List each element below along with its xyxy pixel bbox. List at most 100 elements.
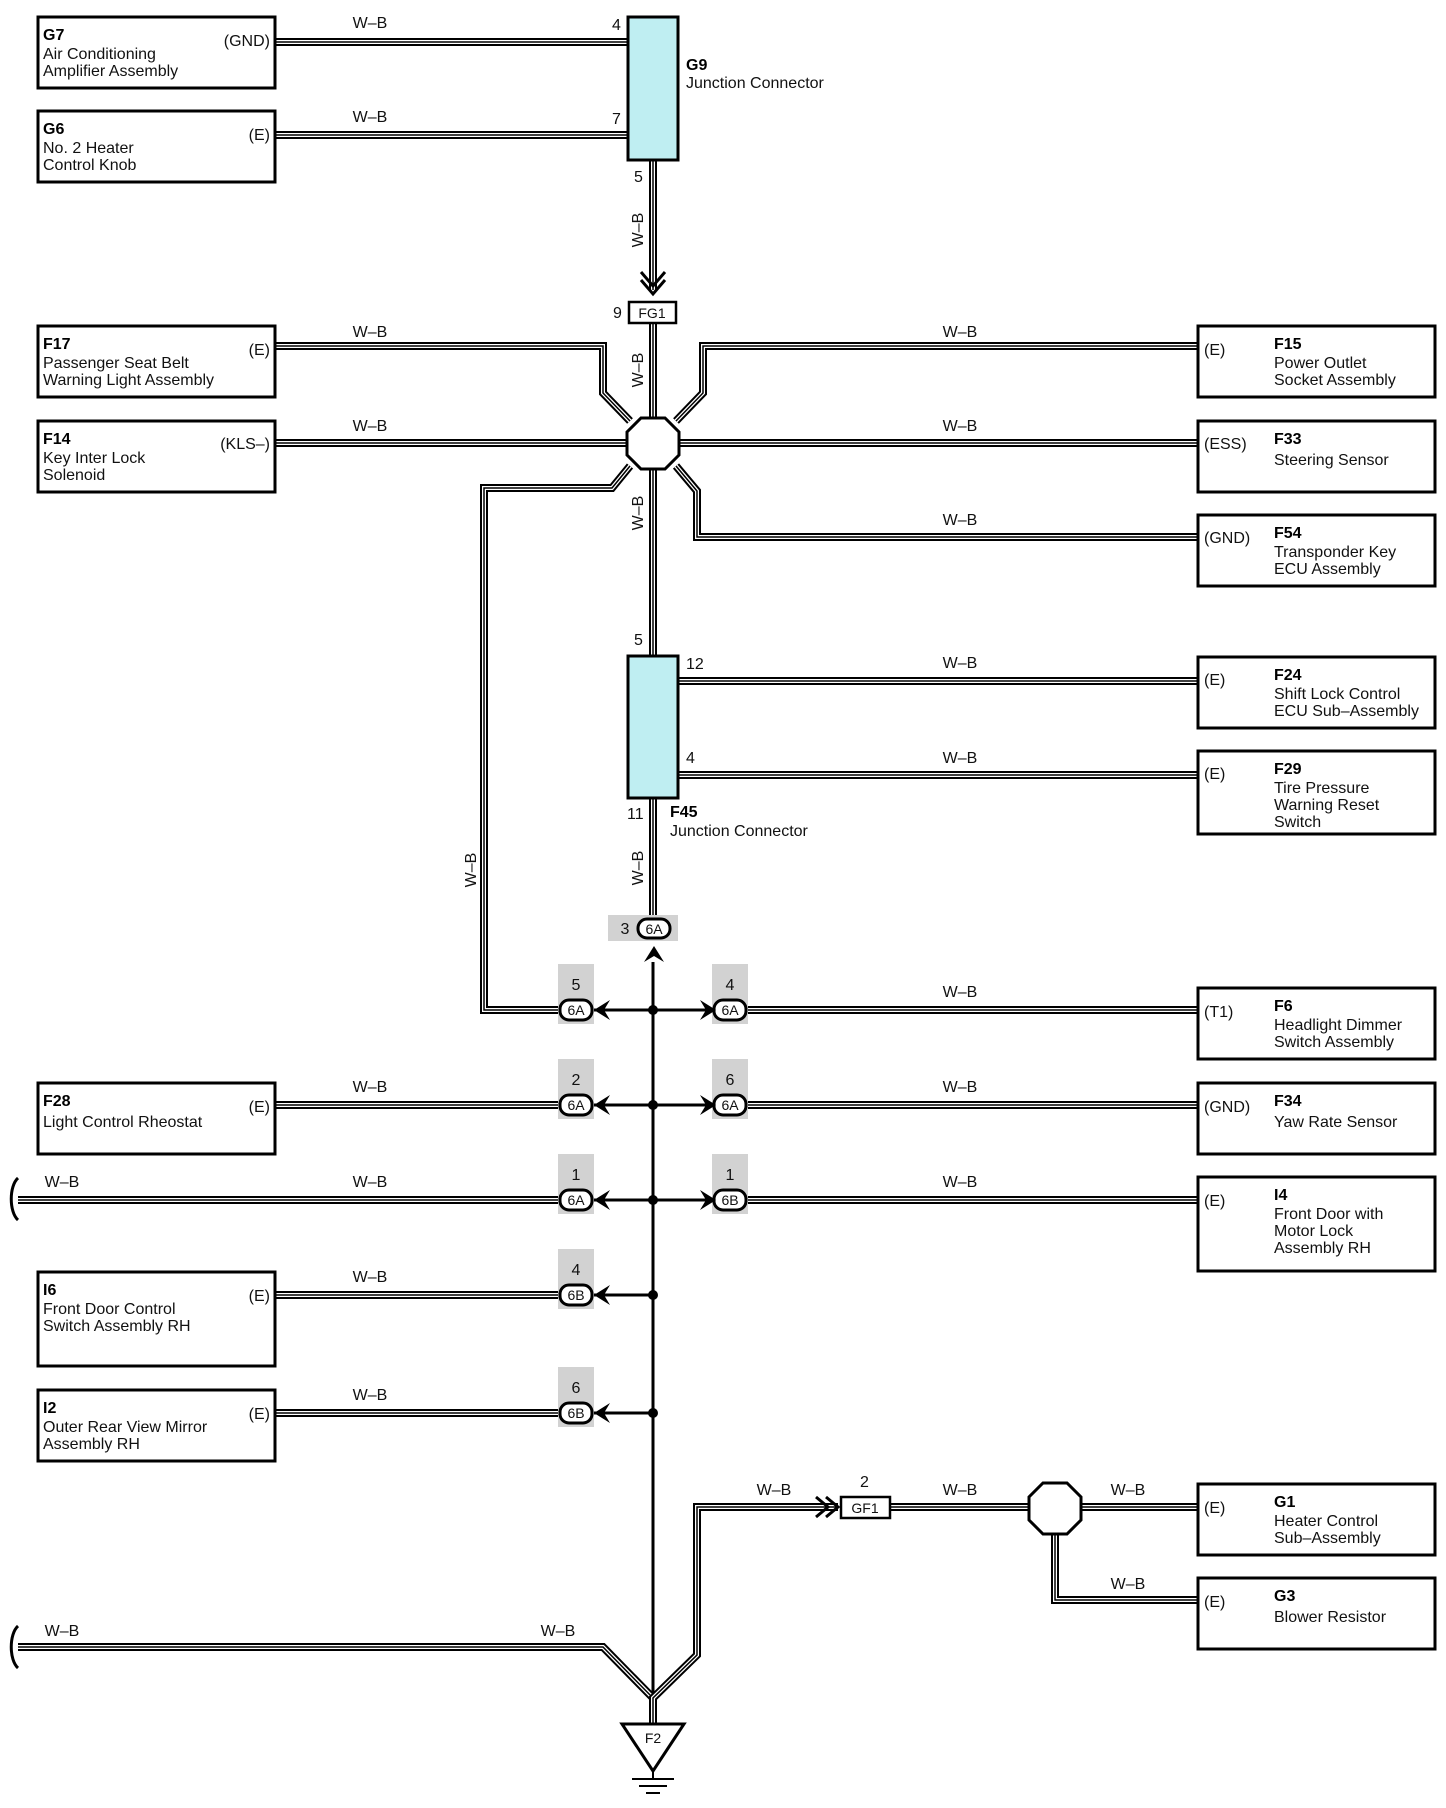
- splice-point-main: [625, 416, 681, 471]
- component-f29-terminal: (E): [1204, 766, 1225, 783]
- label-wire-g6: W–B: [353, 109, 388, 126]
- connector-fg1-pin: 9: [613, 305, 622, 322]
- component-f14-name-1: Key Inter Lock: [43, 450, 146, 467]
- component-f28-code: F28: [43, 1093, 71, 1110]
- inline-connector-l2-tag: 6A: [567, 1097, 585, 1113]
- label-wire-splice-f45: W–B: [630, 496, 647, 531]
- inline-connector-l2-arrow: [594, 1095, 610, 1115]
- component-f29-code: F29: [1274, 761, 1302, 778]
- inline-connector-r3-pin: 1: [726, 1167, 735, 1184]
- component-g7-terminal: (GND): [224, 33, 270, 50]
- component-f24-name-2: ECU Sub–Assembly: [1274, 703, 1419, 720]
- component-i2-box: [36, 1388, 277, 1463]
- junction-f45-name: Junction Connector: [670, 823, 809, 840]
- component-f29-name-2: Warning Reset: [1274, 797, 1380, 814]
- component-g1: (E) G1 Heater Control Sub–Assembly: [1196, 1482, 1437, 1557]
- component-f14-name-2: Solenoid: [43, 467, 105, 484]
- component-i2-name-2: Assembly RH: [43, 1436, 140, 1453]
- inline-connector-l1-arrow: [594, 1000, 610, 1020]
- component-f54-name-1: Transponder Key: [1274, 544, 1396, 561]
- label-wire-g9-fg1: W–B: [630, 213, 647, 248]
- connector-fg1-box: [627, 300, 678, 325]
- component-i2: I2 Outer Rear View Mirror Assembly RH (E…: [36, 1388, 277, 1463]
- component-f33-box: [1196, 419, 1437, 494]
- inline-connector-l5: 66B: [558, 1367, 594, 1427]
- row-2-bus-dot: [648, 1100, 658, 1110]
- component-i6-code: I6: [43, 1282, 56, 1299]
- component-f6-name-1: Headlight Dimmer: [1274, 1017, 1403, 1034]
- component-i4-name-2: Motor Lock: [1274, 1223, 1354, 1240]
- fg1-chevron-1: [639, 271, 667, 289]
- inline-connector-top-tag: 6A: [645, 921, 663, 937]
- gf1-chevron-1: [815, 1495, 831, 1519]
- junction-g9-pin-7: 7: [612, 111, 621, 128]
- inline-connector-l4-tag: 6B: [567, 1287, 584, 1303]
- inline-connector-r3: 16B: [712, 1154, 748, 1214]
- label-wire-f33: W–B: [943, 418, 978, 435]
- label-wire-i4: W–B: [943, 1174, 978, 1191]
- component-f6-terminal: (T1): [1204, 1004, 1233, 1021]
- row-3-bus-dot: [648, 1195, 658, 1205]
- component-f15-box: [1196, 324, 1437, 399]
- component-f15-terminal: (E): [1204, 342, 1225, 359]
- inline-connector-l3: 16A: [558, 1154, 594, 1214]
- component-g6-terminal: (E): [249, 127, 270, 144]
- connector-fg1: FG1 9: [613, 300, 678, 325]
- inline-connector-top-tag-frame: [636, 917, 672, 940]
- label-wire-f14: W–B: [353, 418, 388, 435]
- component-g6-name-1: No. 2 Heater: [43, 140, 134, 157]
- component-f29-name-3: Switch: [1274, 814, 1321, 831]
- label-wire-left-edge-2b: W–B: [541, 1623, 576, 1640]
- label-wire-fg1-splice: W–B: [630, 353, 647, 388]
- inline-connector-l5-pin: 6: [572, 1380, 581, 1397]
- junction-f45-code: F45: [670, 804, 698, 821]
- component-i4-code: I4: [1274, 1187, 1287, 1204]
- component-i6-box: [36, 1270, 277, 1368]
- inline-connector-top: 3 6A: [608, 915, 678, 962]
- component-f15-name-1: Power Outlet: [1274, 355, 1367, 372]
- component-f28-name-1: Light Control Rheostat: [43, 1114, 203, 1131]
- label-wire-f17: W–B: [353, 324, 388, 341]
- label-wire-g7: W–B: [353, 15, 388, 32]
- component-f17-code: F17: [43, 336, 71, 353]
- component-f34-name-1: Yaw Rate Sensor: [1274, 1114, 1398, 1131]
- component-f33-code: F33: [1274, 431, 1302, 448]
- inline-connector-l3-arrow: [594, 1190, 610, 1210]
- component-i6-name-1: Front Door Control: [43, 1301, 176, 1318]
- component-f34-box: [1196, 1081, 1437, 1156]
- inline-connector-r2-pin: 6: [726, 1072, 735, 1089]
- component-f28-box: [36, 1081, 277, 1156]
- component-i2-code: I2: [43, 1400, 56, 1417]
- inline-connector-r2: 66A: [712, 1059, 748, 1119]
- component-f29-name-1: Tire Pressure: [1274, 780, 1370, 797]
- inline-connector-r1-arrow: [700, 1000, 716, 1020]
- component-f24-terminal: (E): [1204, 672, 1225, 689]
- junction-g9-name: Junction Connector: [686, 75, 825, 92]
- component-g3-terminal: (E): [1204, 1594, 1225, 1611]
- wire-f15-splice: [673, 342, 1198, 424]
- inline-connector-l4-tag-frame: [558, 1283, 594, 1307]
- component-g6-box: [36, 109, 277, 184]
- label-wire-i2: W–B: [353, 1387, 388, 1404]
- junction-g9-code: G9: [686, 57, 707, 74]
- label-wire-f15: W–B: [943, 324, 978, 341]
- component-f17-box: [36, 324, 277, 399]
- inline-connector-l4-pin: 4: [572, 1262, 581, 1279]
- wire-left-edge-ground: [18, 1643, 657, 1724]
- inline-connector-l2-tag-frame: [558, 1093, 594, 1117]
- gf1-chevron-2: [825, 1495, 841, 1519]
- component-f14-code: F14: [43, 431, 71, 448]
- wire-ground-gf1: [649, 1503, 838, 1724]
- junction-g9: G9 Junction Connector 4 7 5: [612, 15, 825, 186]
- junction-f45-pin-12: 12: [686, 656, 704, 673]
- label-wire-left-edge-1a: W–B: [45, 1174, 80, 1191]
- component-f24-name-1: Shift Lock Control: [1274, 686, 1400, 703]
- inline-connector-r1: 46A: [712, 964, 748, 1024]
- component-g7-code: G7: [43, 27, 64, 44]
- component-g1-code: G1: [1274, 1494, 1295, 1511]
- component-f54-code: F54: [1274, 525, 1302, 542]
- component-f34-terminal: (GND): [1204, 1099, 1250, 1116]
- inline-connector-l1: 56A: [558, 964, 594, 1024]
